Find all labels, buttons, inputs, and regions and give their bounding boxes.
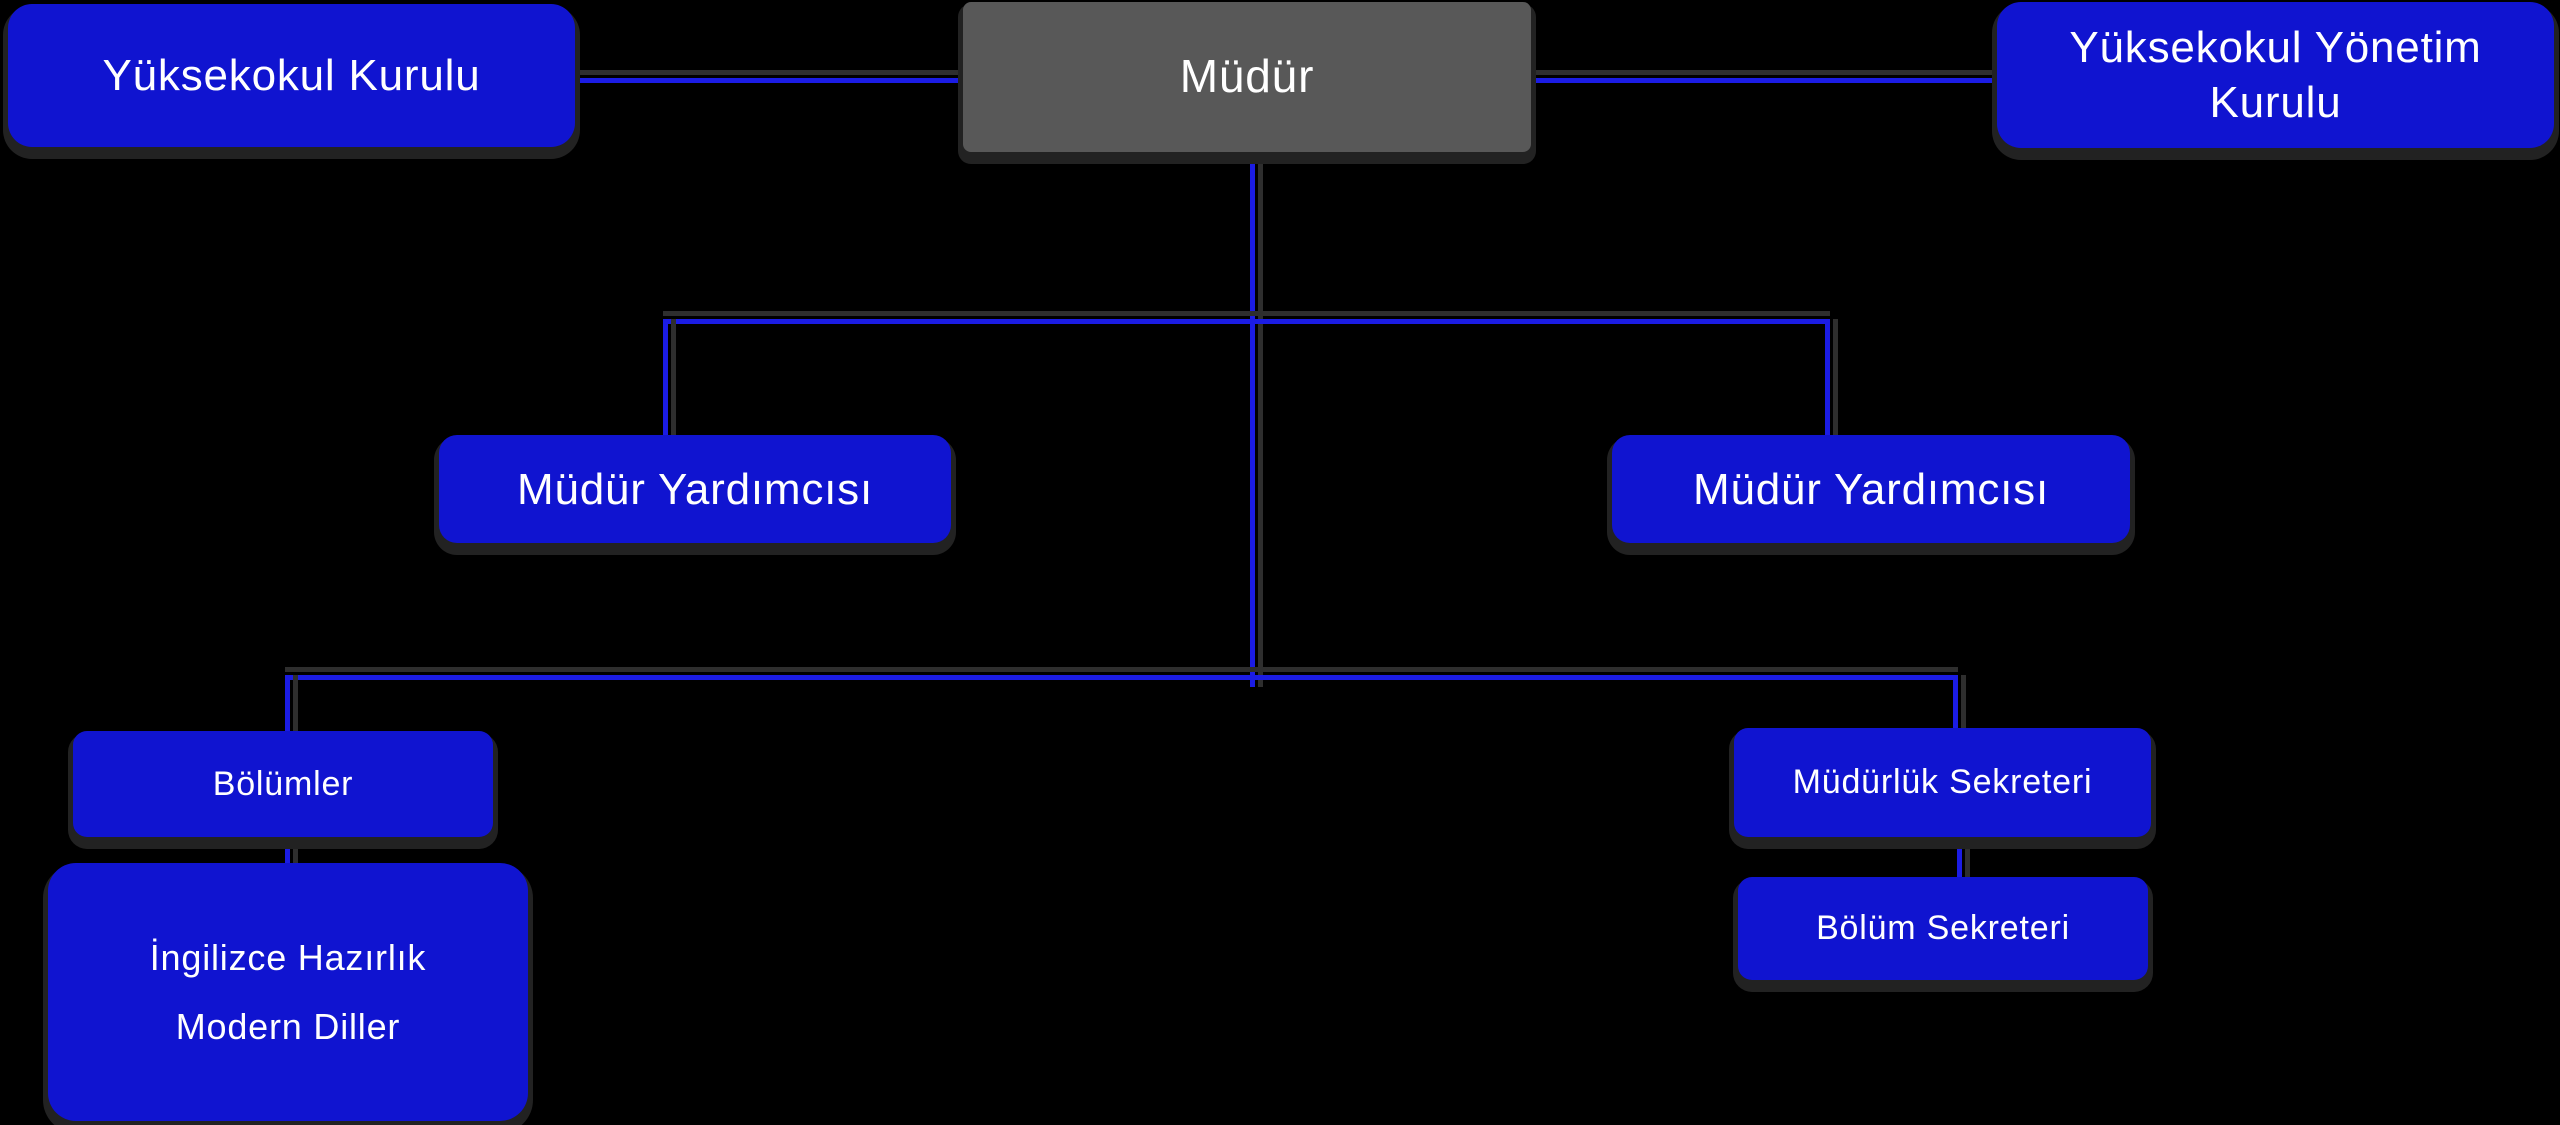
- node-label-line1: İngilizce Hazırlık: [149, 937, 427, 978]
- node-mudurluk-sekreteri: Müdürlük Sekreteri: [1734, 728, 2151, 837]
- node-label: Yüksekokul Yönetim Kurulu: [2069, 23, 2482, 127]
- connector-yardimci-crossbar: [663, 319, 1830, 324]
- node-label-line2: Modern Diller: [175, 1006, 401, 1047]
- node-label: Müdürlük Sekreteri: [1792, 763, 2093, 802]
- node-bolum-detay: İngilizce Hazırlık Modern Diller: [48, 863, 528, 1121]
- connector-level3-crossbar: [285, 675, 1958, 680]
- node-label: Müdür Yardımcısı: [517, 464, 873, 514]
- node-label: Bölümler: [212, 764, 354, 803]
- connector-mudur-to-yonetim: [1531, 78, 1997, 83]
- connector-kurulu-to-mudur: [575, 78, 963, 83]
- connector-yardimci-right-drop: [1825, 319, 1830, 435]
- connector-bolumler-drop: [285, 675, 290, 731]
- node-label: Müdür Yardımcısı: [1693, 464, 2049, 514]
- node-bolum-sekreteri: Bölüm Sekreteri: [1738, 877, 2148, 980]
- node-label: Yüksekokul Kurulu: [102, 51, 481, 100]
- connector-yardimci-left-drop: [663, 319, 668, 435]
- node-mudur-yardimcisi-right: Müdür Yardımcısı: [1612, 435, 2130, 543]
- connector-bolumler-to-detay: [285, 837, 290, 863]
- node-mudur: Müdür: [963, 2, 1531, 152]
- connector-sekreteri-to-bolum: [1957, 837, 1962, 877]
- node-label: Müdür: [1179, 50, 1315, 103]
- connector-sekreter-drop: [1953, 675, 1958, 728]
- node-label: Bölüm Sekreteri: [1816, 909, 2070, 948]
- node-bolumler: Bölümler: [73, 731, 493, 837]
- node-mudur-yardimcisi-left: Müdür Yardımcısı: [439, 435, 951, 543]
- node-yuksekokul-yonetim-kurulu: Yüksekokul Yönetim Kurulu: [1997, 2, 2554, 148]
- node-yuksekokul-kurulu: Yüksekokul Kurulu: [8, 4, 575, 147]
- connector-mudur-trunk: [1250, 152, 1255, 687]
